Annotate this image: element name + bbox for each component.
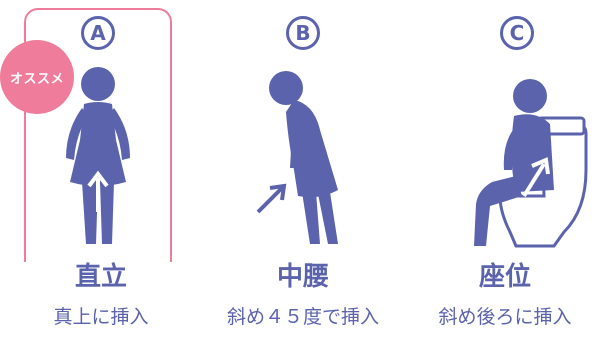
option-letter: B	[286, 16, 320, 50]
option-b-panel: B 中腰 斜め４５度で挿入	[202, 0, 404, 337]
option-title: 中腰	[276, 262, 329, 292]
option-title: 座位	[478, 262, 531, 292]
seated-figure-icon	[474, 79, 588, 248]
half-crouch-figure-icon	[256, 71, 338, 244]
option-subtitle: 斜め４５度で挿入	[226, 306, 379, 328]
option-c-panel: C 座位 斜め後ろに挿入	[404, 0, 606, 337]
option-subtitle: 真上に挿入	[53, 306, 149, 328]
option-a-panel: A オススメ 直立 真上に挿入	[0, 0, 202, 337]
option-subtitle: 斜め後ろに挿入	[438, 306, 572, 328]
option-title: 直立	[0, 262, 202, 292]
option-letter: A	[81, 16, 115, 50]
standing-figure-icon	[66, 67, 130, 244]
recommended-badge: オススメ	[0, 40, 74, 114]
option-letter: C	[500, 16, 534, 50]
